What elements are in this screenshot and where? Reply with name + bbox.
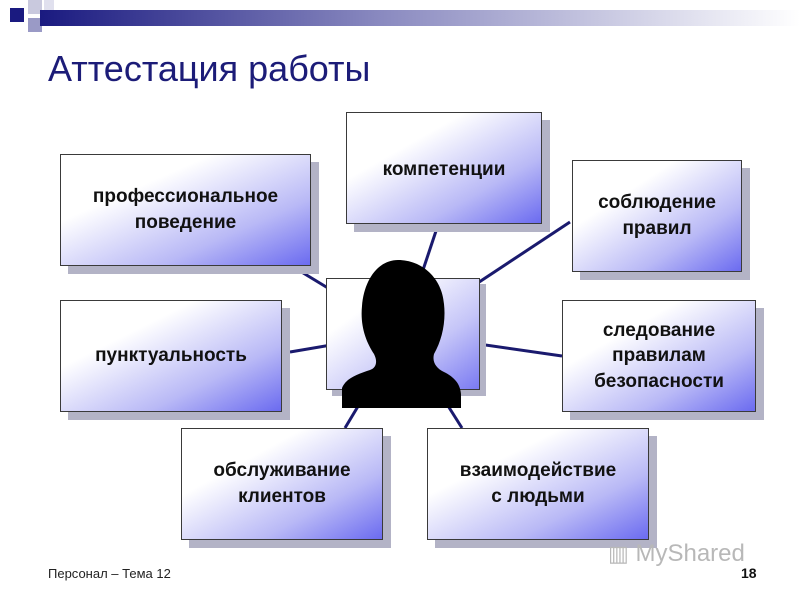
box-competencies-label: компетенции <box>382 159 506 180</box>
decor-square <box>28 18 42 32</box>
box-professional-behavior-label: профессиональное поведение <box>92 186 279 233</box>
box-punctuality: пунктуальность <box>60 300 282 412</box>
slide-title: Аттестация работы <box>48 48 371 89</box>
decor-square <box>28 0 42 14</box>
box-people-interaction-label: взаимодействие с людьми <box>459 460 617 507</box>
box-people-interaction: взаимодействие с людьми <box>427 428 649 540</box>
decor-square <box>10 8 24 22</box>
watermark-logo-icon: ▥ <box>608 541 629 566</box>
box-safety-rules: следование правилам безопасности <box>562 300 756 412</box>
box-punctuality-label: пунктуальность <box>95 345 247 367</box>
box-customer-service-label: обслуживание клиентов <box>213 460 351 507</box>
header-gradient-bar <box>40 10 800 26</box>
top-decoration <box>0 0 800 40</box>
box-safety-rules-label: следование правилам безопасности <box>594 319 724 392</box>
watermark-text: MyShared <box>635 540 745 567</box>
box-rules-compliance: соблюдение правил <box>572 160 742 272</box>
box-professional-behavior: профессиональное поведение <box>60 154 311 266</box>
box-competencies: компетенции <box>346 112 542 224</box>
box-rules-compliance-label: соблюдение правил <box>598 192 716 239</box>
watermark: ▥ MyShared <box>608 540 745 568</box>
footer-text: Персонал – Тема 12 <box>48 566 171 581</box>
person-silhouette-icon <box>342 260 461 408</box>
box-customer-service: обслуживание клиентов <box>181 428 383 540</box>
page-number: 18 <box>741 565 757 581</box>
decor-square <box>44 0 54 10</box>
